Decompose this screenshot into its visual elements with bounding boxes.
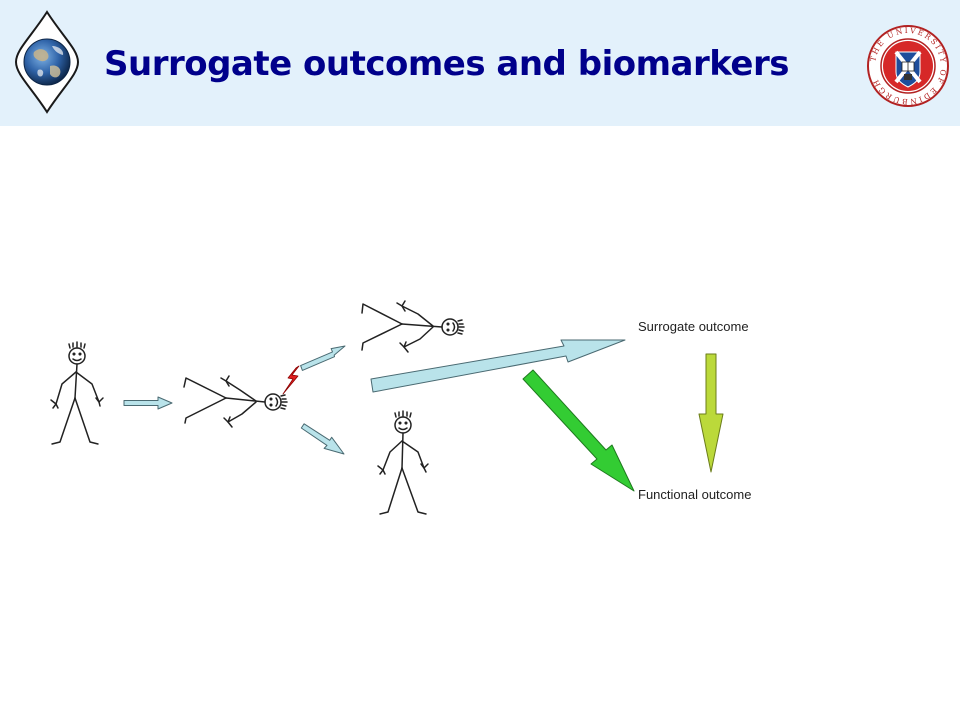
functional-outcome-label: Functional outcome xyxy=(638,487,752,502)
lightning-icon xyxy=(282,365,300,395)
arrow-to-recovered xyxy=(300,423,345,455)
arrow-surrogate-to-functional xyxy=(698,353,724,473)
stick-figure-patient xyxy=(183,375,288,428)
stick-figure-lying-outcome xyxy=(361,300,465,353)
stick-figure-recovered xyxy=(377,410,429,515)
surrogate-outcome-label: Surrogate outcome xyxy=(638,319,749,334)
slide-header: Surrogate outcomes and biomarkers THE UN… xyxy=(0,0,960,126)
arrow-to-surrogate-outcome xyxy=(370,339,626,393)
arrow-to-patient xyxy=(123,396,173,410)
university-crest-icon: THE UNIVERSITY OF EDINBURGH xyxy=(867,25,949,107)
arrow-to-functional-outcome xyxy=(522,369,635,492)
stick-figure-healthy-initial xyxy=(50,341,104,445)
arrow-to-lying-outcome xyxy=(300,345,346,371)
globe-emblem-icon xyxy=(14,10,80,114)
slide-title: Surrogate outcomes and biomarkers xyxy=(104,44,789,84)
outcome-diagram xyxy=(50,300,724,515)
